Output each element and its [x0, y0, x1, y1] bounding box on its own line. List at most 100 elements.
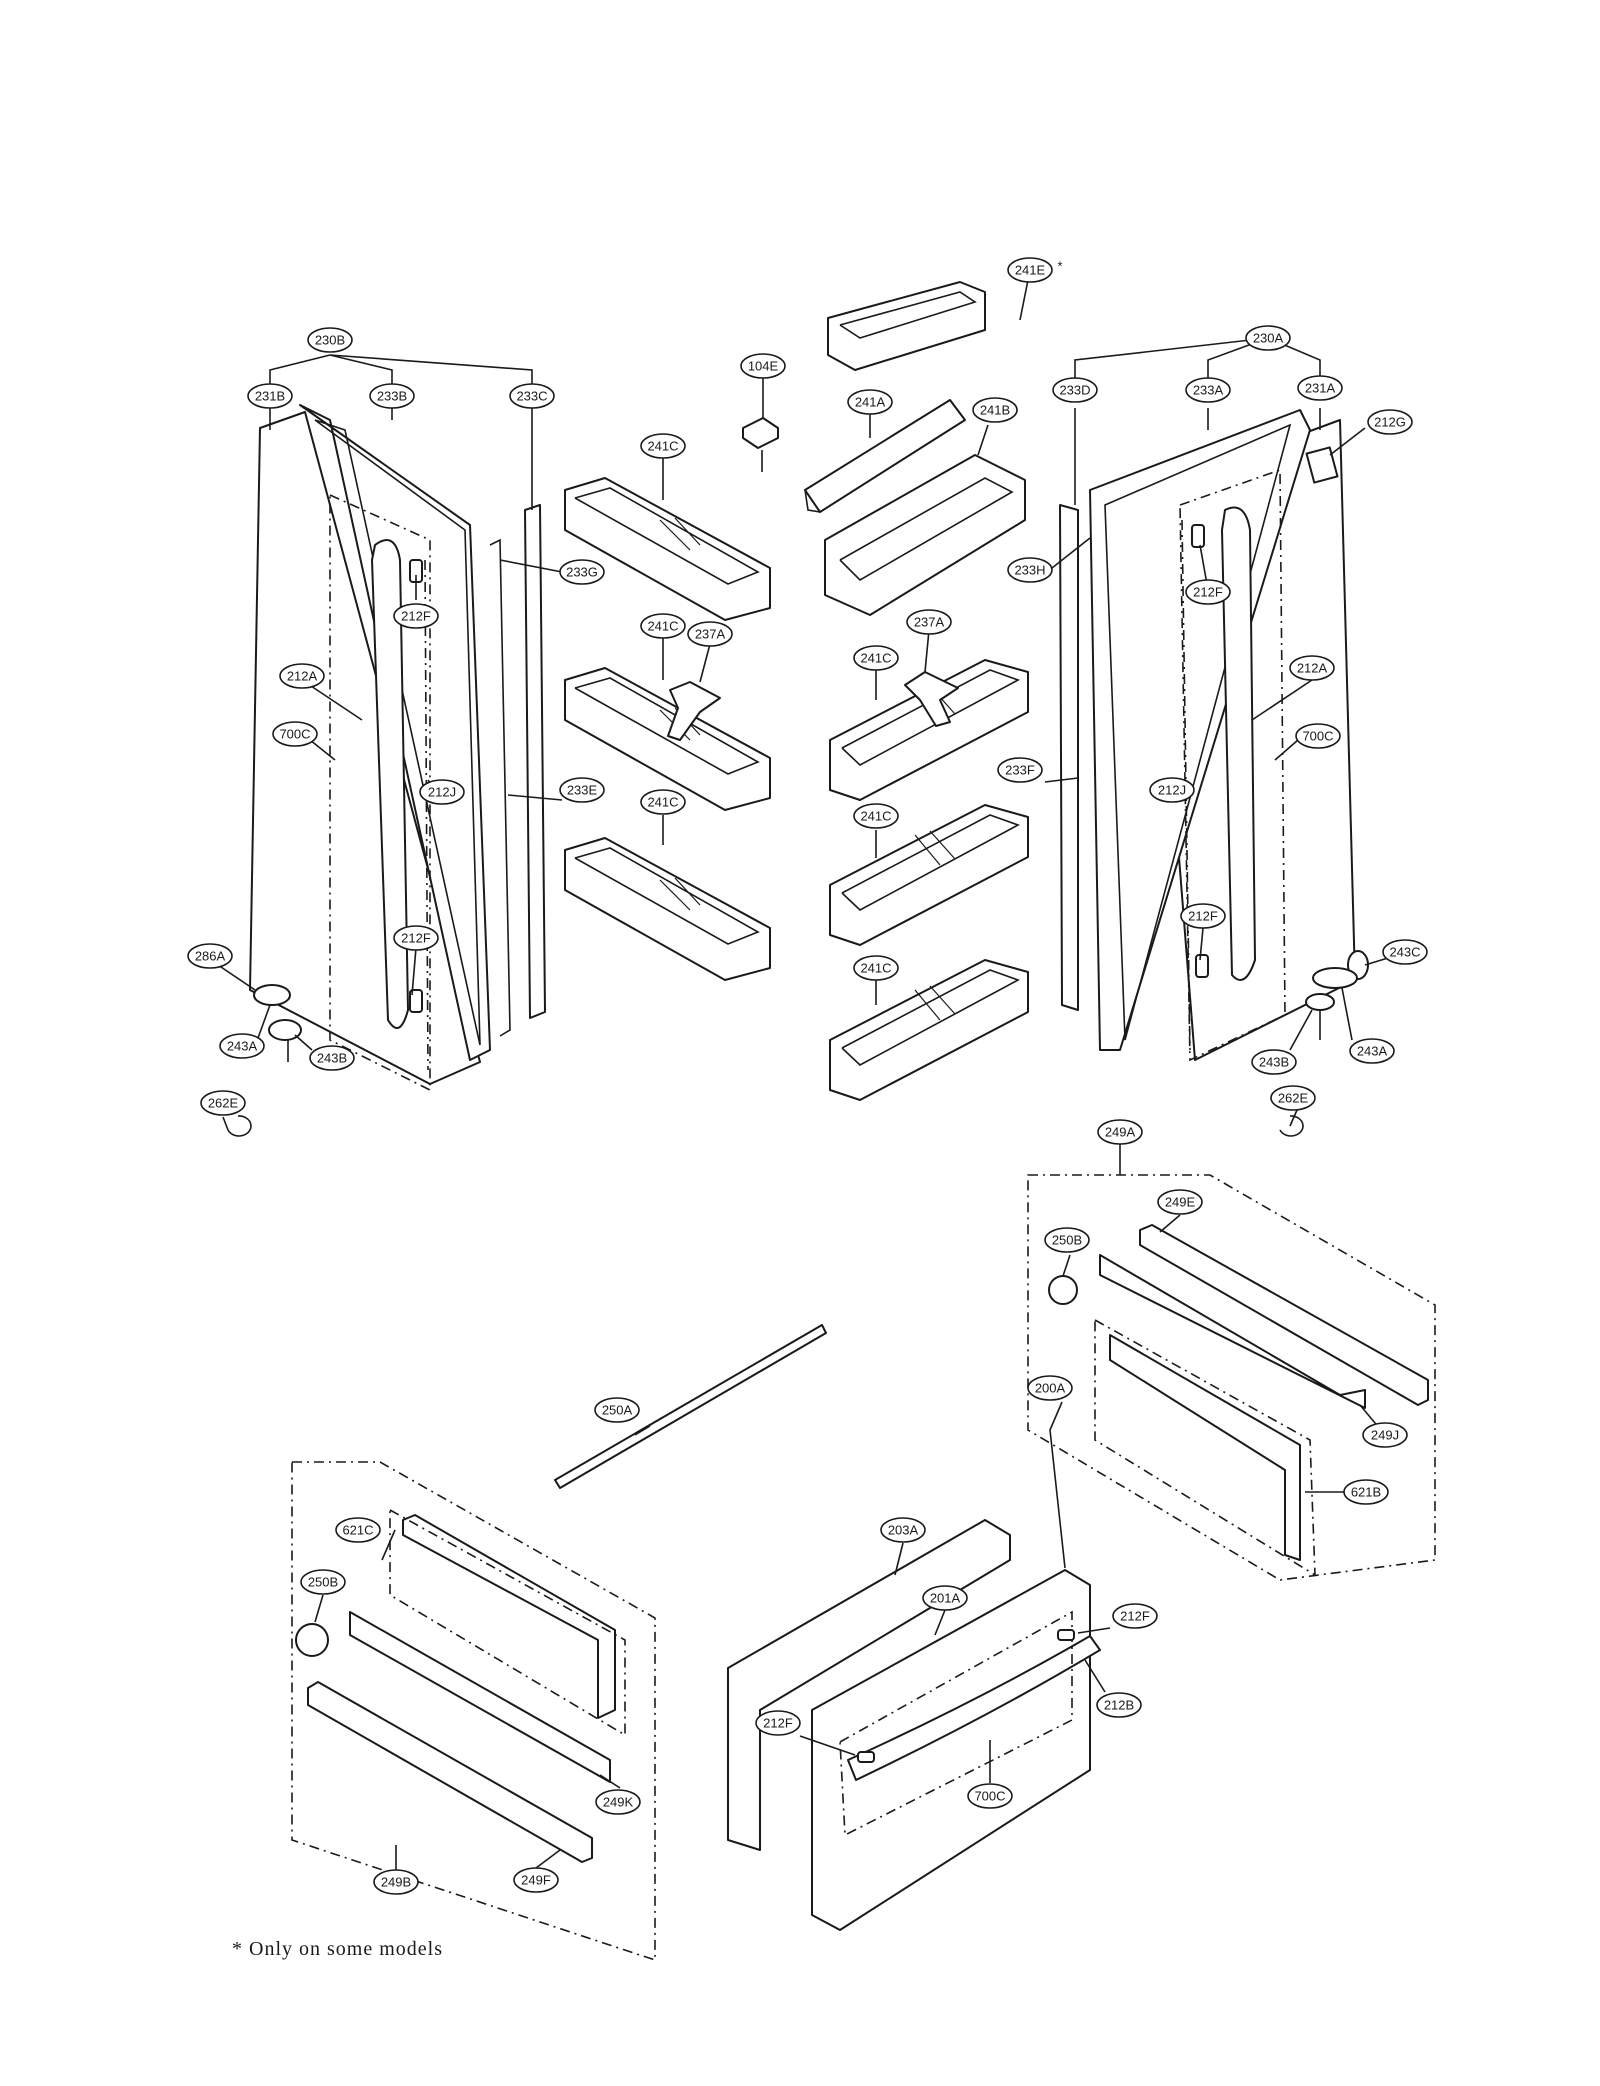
- svg-text:212J: 212J: [1158, 783, 1186, 798]
- freezer-door-200A: [811, 1569, 1091, 1931]
- rail-bracket-249J: [1099, 1254, 1366, 1409]
- footnote-only-some-models: * Only on some models: [232, 1938, 443, 1960]
- callout-700C-left: 700C: [272, 721, 318, 747]
- rail-249E: [1139, 1224, 1429, 1406]
- callout-249B: 249B: [373, 1869, 419, 1895]
- left-door-outline-700C: [329, 493, 431, 1092]
- svg-text:212F: 212F: [763, 1716, 793, 1731]
- callout-243A-right: 243A: [1349, 1038, 1395, 1064]
- right-hinge-bracket-top: [1191, 524, 1205, 548]
- rail-bracket-249K: [349, 1611, 611, 1783]
- callout-230B: 230B: [307, 327, 353, 353]
- divider-237A-left: [667, 681, 721, 741]
- callout-243A-left: 243A: [219, 1033, 265, 1059]
- callout-286A: 286A: [187, 943, 233, 969]
- svg-text:621B: 621B: [1351, 1485, 1381, 1500]
- svg-text:237A: 237A: [914, 615, 945, 630]
- svg-text:233H: 233H: [1014, 563, 1045, 578]
- callout-212F-right-bottom: 212F: [1180, 903, 1226, 929]
- svg-text:250B: 250B: [308, 1575, 338, 1590]
- callout-249J: 249J: [1362, 1422, 1408, 1448]
- svg-text:243A: 243A: [227, 1039, 258, 1054]
- callout-233A: 233A: [1185, 377, 1231, 403]
- svg-text:249K: 249K: [603, 1795, 634, 1810]
- callout-241C-right-3: 241C: [853, 955, 899, 981]
- callout-249F: 249F: [513, 1867, 559, 1893]
- svg-text:200A: 200A: [1035, 1381, 1066, 1396]
- svg-text:212B: 212B: [1104, 1698, 1134, 1713]
- svg-text:212F: 212F: [1193, 585, 1223, 600]
- rail-621B: [1109, 1334, 1301, 1561]
- freezer-handle-mount-bottom: [857, 1751, 875, 1763]
- freezer-gasket-203A: [727, 1519, 1011, 1851]
- callout-241A: 241A: [847, 389, 893, 415]
- rail-set-249A: [1027, 1174, 1436, 1581]
- svg-text:201A: 201A: [930, 1591, 961, 1606]
- callout-250B-right: 250B: [1044, 1227, 1090, 1253]
- svg-text:241C: 241C: [860, 651, 891, 666]
- svg-text:233E: 233E: [567, 783, 598, 798]
- svg-text:212A: 212A: [1297, 661, 1328, 676]
- svg-text:700C: 700C: [974, 1789, 1005, 1804]
- callout-250B-left: 250B: [300, 1569, 346, 1595]
- callout-212F-freezer-bottom: 212F: [755, 1710, 801, 1736]
- left-door-assembly: [227, 404, 546, 1137]
- callout-212J-right: 212J: [1149, 777, 1195, 803]
- right-door-gasket-inner: [1104, 423, 1292, 1041]
- svg-text:*: *: [1057, 259, 1062, 274]
- callout-241C-left-1: 241C: [640, 433, 686, 459]
- right-door-bins: [804, 399, 1029, 1101]
- callout-200A: 200A: [1027, 1375, 1073, 1401]
- callout-241C-left-3: 241C: [640, 789, 686, 815]
- right-hinge-bracket-bottom: [1195, 954, 1209, 978]
- svg-text:241C: 241C: [860, 809, 891, 824]
- callout-230A: 230A: [1245, 325, 1291, 351]
- bin-241B: [824, 454, 1026, 616]
- callout-237A-right: 237A: [906, 609, 952, 635]
- callout-104E: 104E: [740, 353, 786, 379]
- right-hinge-243A: [1312, 967, 1358, 989]
- callout-243B-left: 243B: [309, 1045, 355, 1071]
- svg-text:231A: 231A: [1305, 381, 1336, 396]
- callout-249A: 249A: [1097, 1119, 1143, 1145]
- gasket-strip-250A: [554, 1324, 827, 1489]
- callout-243C: 243C: [1382, 939, 1428, 965]
- svg-text:241A: 241A: [855, 395, 886, 410]
- callout-233B: 233B: [369, 383, 415, 409]
- callout-700C-freezer: 700C: [967, 1783, 1013, 1809]
- svg-text:212F: 212F: [401, 609, 431, 624]
- svg-text:286A: 286A: [195, 949, 226, 964]
- callout-241B: 241B: [972, 397, 1018, 423]
- callout-203A: 203A: [880, 1517, 926, 1543]
- callout-262E-left: 262E: [200, 1090, 246, 1116]
- callout-233D: 233D: [1052, 377, 1098, 403]
- callout-621B: 621B: [1343, 1479, 1389, 1505]
- callout-233E: 233E: [559, 777, 605, 803]
- svg-text:241C: 241C: [860, 961, 891, 976]
- left-door-panel: [249, 411, 481, 1085]
- svg-text:243B: 243B: [317, 1051, 347, 1066]
- left-door-gasket-inner: [314, 419, 481, 1046]
- svg-text:262E: 262E: [1278, 1091, 1309, 1106]
- right-hinge-243B: [1305, 993, 1335, 1011]
- pinion-gear-250B-left: [295, 1623, 329, 1657]
- svg-text:241B: 241B: [980, 403, 1010, 418]
- rail-set-249A-outline: [1027, 1174, 1436, 1581]
- svg-text:233G: 233G: [566, 565, 598, 580]
- callout-212F-left-top: 212F: [393, 603, 439, 629]
- rail-621C-outline: [389, 1508, 626, 1737]
- callout-233F: 233F: [997, 757, 1043, 783]
- divider-237A-right: [904, 671, 959, 727]
- svg-text:243C: 243C: [1389, 945, 1420, 960]
- svg-text:262E: 262E: [208, 1096, 239, 1111]
- svg-text:237A: 237A: [695, 627, 726, 642]
- freezer-handle-212B: [847, 1635, 1101, 1781]
- svg-text:621C: 621C: [342, 1523, 373, 1538]
- svg-text:233C: 233C: [516, 389, 547, 404]
- callout-241E: 241E*: [1007, 257, 1063, 283]
- callout-212F-freezer-top: 212F: [1112, 1603, 1158, 1629]
- callout-212F-left-bottom: 212F: [393, 925, 439, 951]
- svg-text:104E: 104E: [748, 359, 779, 374]
- left-door-trim-233C: [524, 504, 546, 1019]
